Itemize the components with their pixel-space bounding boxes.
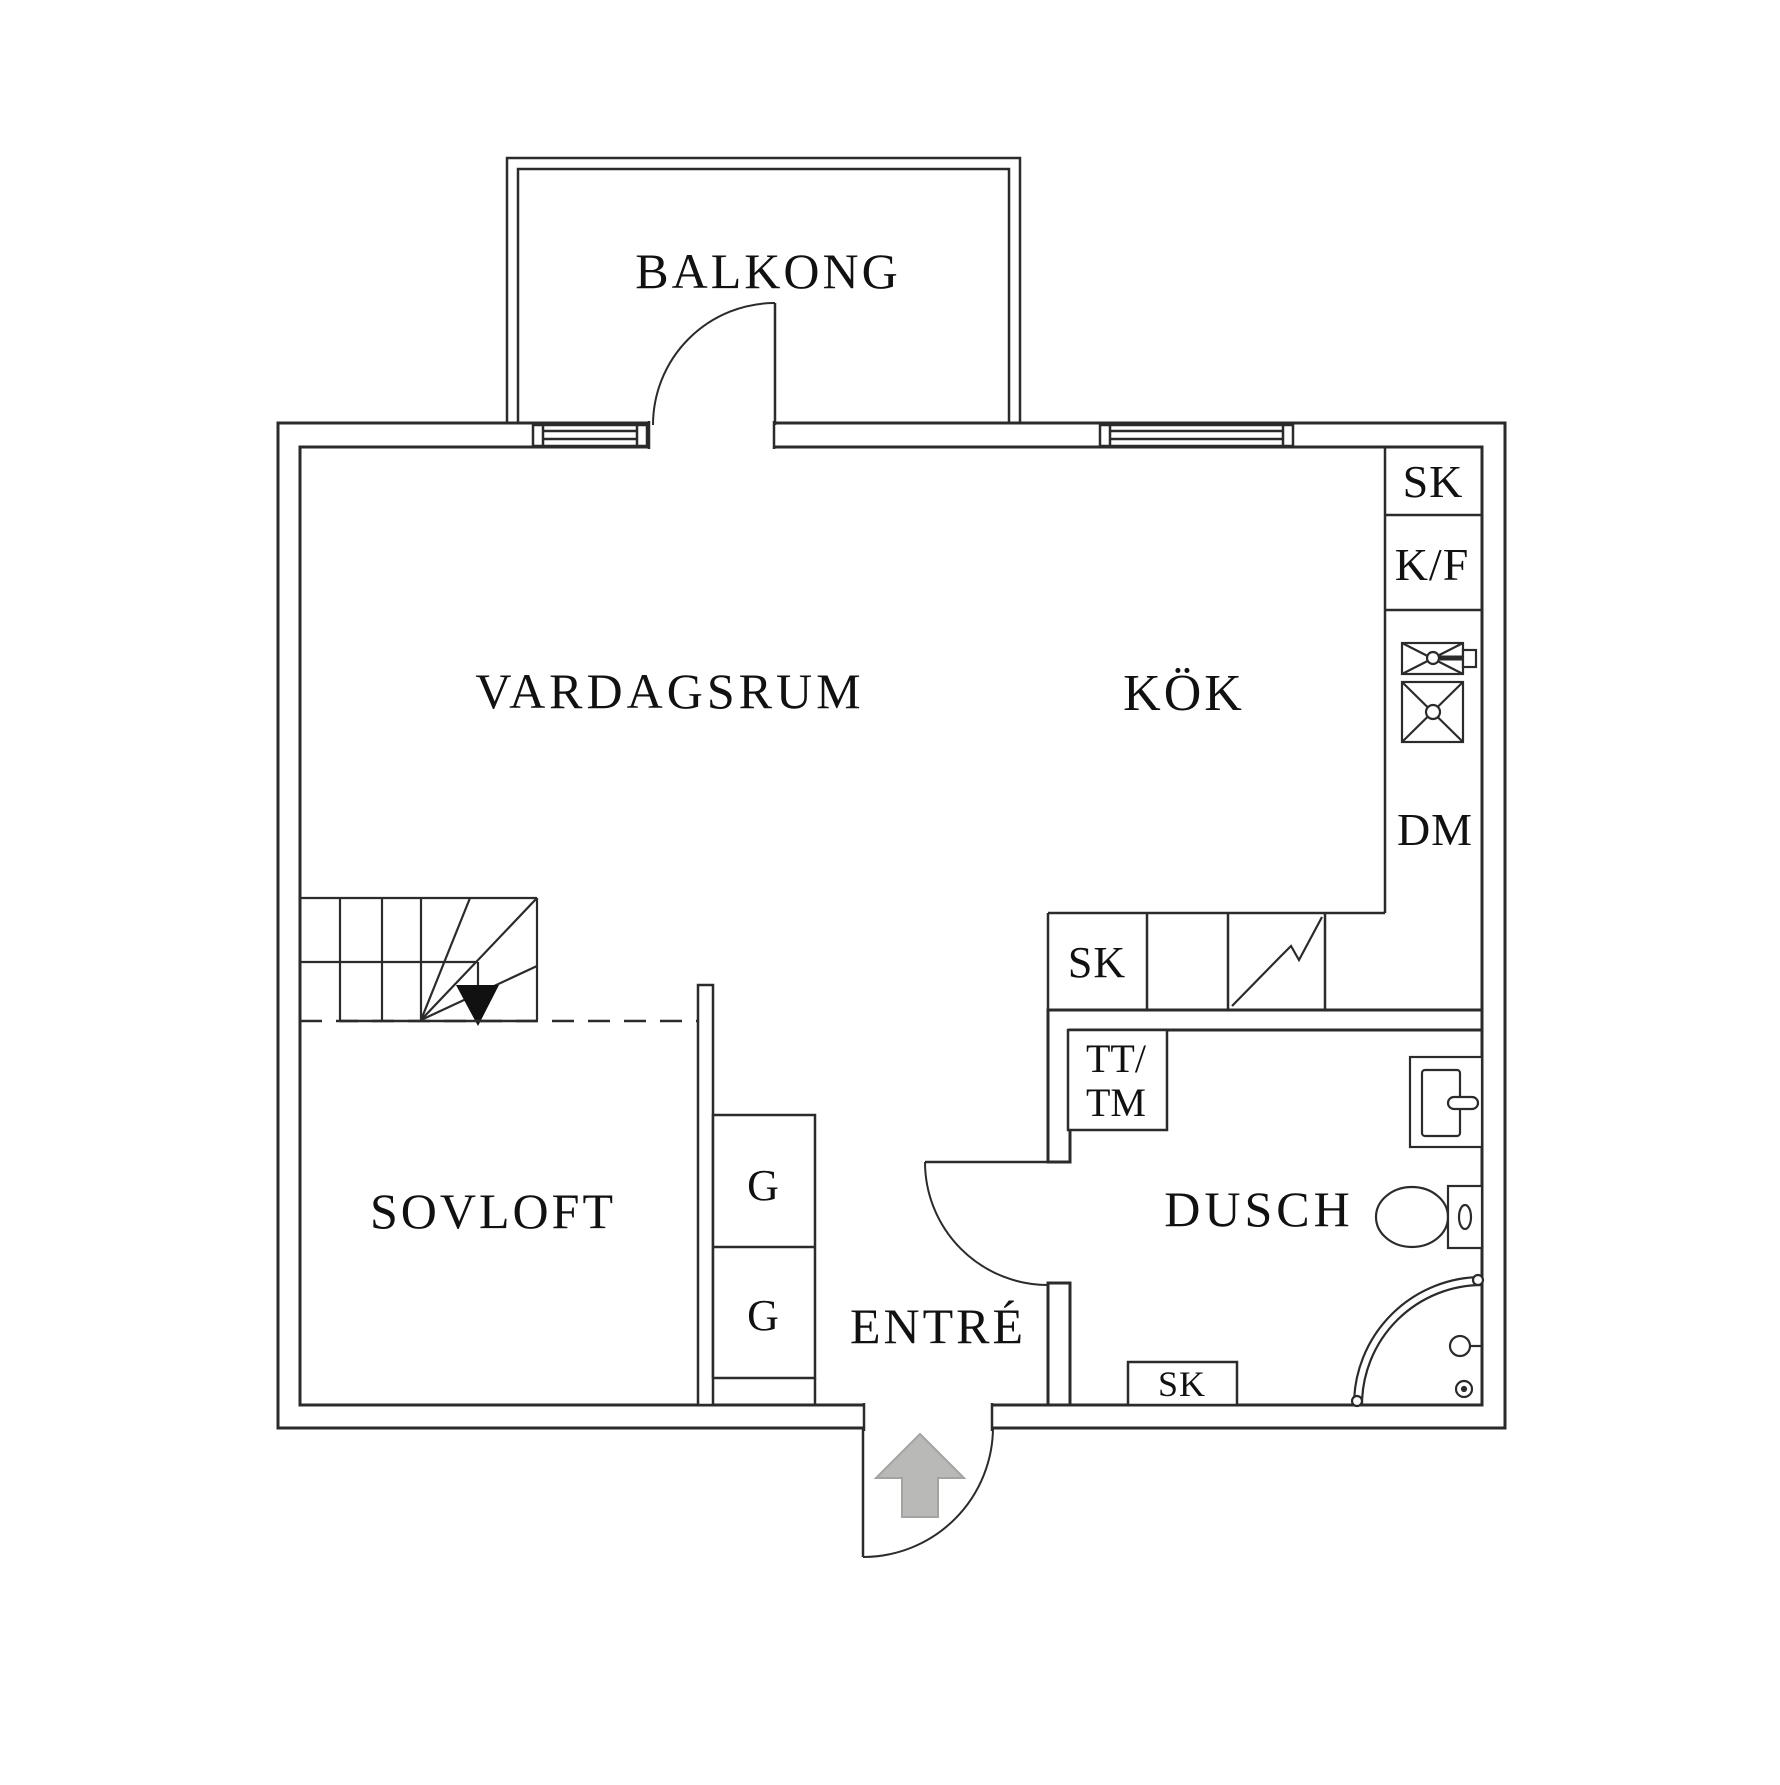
room-label-entre: ENTRÉ — [850, 1298, 1026, 1354]
window-left — [531, 423, 649, 448]
shower-enclosure-icon — [1350, 1273, 1485, 1408]
room-label-dusch: DUSCH — [1164, 1181, 1353, 1237]
balcony-door — [647, 302, 777, 450]
bathroom-door — [924, 1160, 1049, 1286]
stairs-down-arrow-icon — [456, 985, 499, 1026]
washbasin-icon — [1408, 1055, 1484, 1149]
label-tm: TM — [1086, 1080, 1146, 1125]
counter-hatch-icon — [1231, 916, 1323, 1007]
label-sk-top: SK — [1403, 456, 1464, 507]
label-kf: K/F — [1395, 539, 1470, 590]
label-sk-bath: SK — [1158, 1364, 1206, 1404]
kitchen-sink-icon — [1400, 641, 1478, 744]
sovloft-wall — [696, 983, 715, 1407]
room-label-balkong: BALKONG — [635, 243, 900, 299]
balcony-walls — [505, 156, 1022, 424]
label-g-lower: G — [747, 1291, 779, 1340]
wardrobe-closets — [711, 1113, 817, 1405]
label-g-upper: G — [747, 1161, 779, 1210]
outer-wall — [276, 421, 1507, 1430]
label-dm: DM — [1397, 804, 1473, 855]
dryer-washer-box — [1066, 1028, 1169, 1132]
room-label-kok: KÖK — [1123, 665, 1245, 722]
room-label-vardagsrum: VARDAGSRUM — [475, 663, 864, 719]
label-tt: TT/ — [1086, 1036, 1147, 1081]
entry-door — [861, 1402, 994, 1558]
kitchen-counter — [1046, 447, 1482, 1010]
bathroom-closet-box — [1126, 1360, 1239, 1407]
window-right — [1098, 423, 1295, 448]
toilet-icon — [1374, 1184, 1484, 1250]
entry-arrow-icon — [873, 1432, 967, 1518]
room-label-sovloft: SOVLOFT — [370, 1183, 616, 1239]
label-sk-mid: SK — [1068, 938, 1126, 987]
